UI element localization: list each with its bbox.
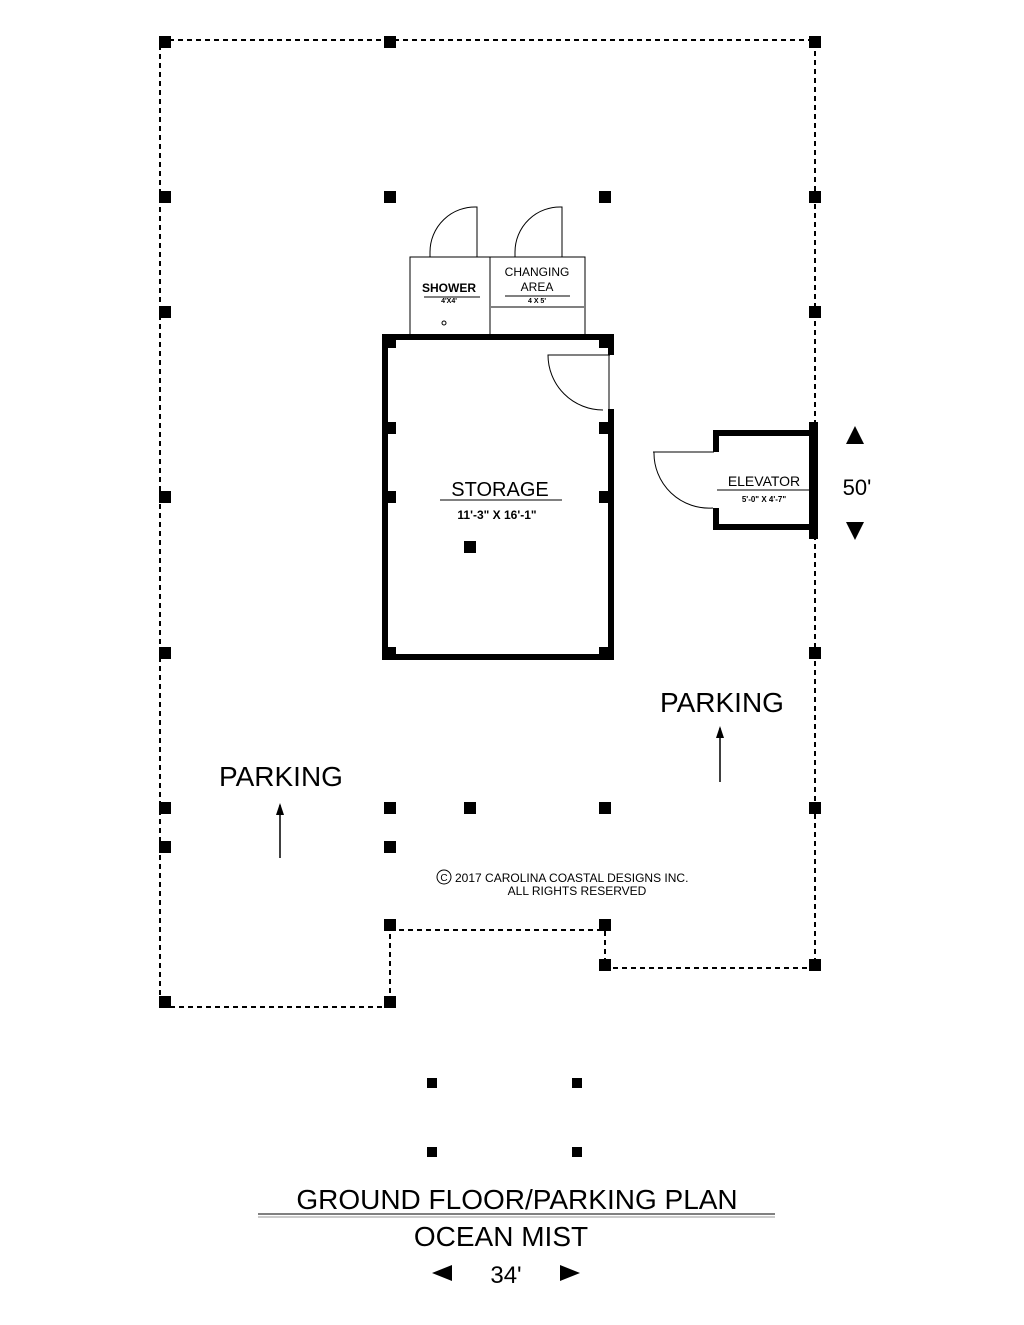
- arrow-down-icon: [846, 522, 864, 540]
- arrow-left-icon: [432, 1265, 452, 1281]
- changing-label-2: AREA: [521, 280, 554, 294]
- post: [159, 802, 171, 814]
- post: [427, 1147, 437, 1157]
- post: [427, 1078, 437, 1088]
- post: [464, 541, 476, 553]
- post: [159, 841, 171, 853]
- shower-size: 4'X4': [441, 298, 457, 305]
- copyright-line2: ALL RIGHTS RESERVED: [508, 884, 647, 898]
- plan-title: GROUND FLOOR/PARKING PLAN: [296, 1184, 737, 1215]
- arrow-right-icon: [560, 1265, 580, 1281]
- shower-room: [409, 206, 586, 336]
- elevator-size: 5'-0" X 4'-7": [742, 495, 787, 504]
- post: [809, 191, 821, 203]
- storage-room: [382, 334, 614, 660]
- post: [384, 919, 396, 931]
- copyright-icon: [436, 869, 452, 885]
- post: [599, 802, 611, 814]
- post: [159, 647, 171, 659]
- post: [809, 959, 821, 971]
- post: [384, 996, 396, 1008]
- post: [384, 191, 396, 203]
- arrow-up-icon: [716, 726, 724, 738]
- changing-label-1: CHANGING: [505, 265, 570, 279]
- elevator-door: [653, 451, 714, 509]
- storage-label: STORAGE: [451, 479, 548, 501]
- arrow-up-icon: [276, 803, 284, 815]
- post: [384, 841, 396, 853]
- copyright-line1: 2017 CAROLINA COASTAL DESIGNS INC.: [455, 871, 688, 885]
- post: [159, 306, 171, 318]
- post: [809, 647, 821, 659]
- post: [464, 802, 476, 814]
- post: [159, 491, 171, 503]
- deck-perimeter: [160, 39, 816, 425]
- shower-label: SHOWER: [422, 281, 476, 295]
- post: [159, 191, 171, 203]
- post: [572, 1078, 582, 1088]
- post: [384, 802, 396, 814]
- post: [159, 36, 171, 48]
- post: [599, 191, 611, 203]
- post: [572, 1147, 582, 1157]
- posts: [159, 36, 821, 1157]
- post: [599, 959, 611, 971]
- plan-subtitle: OCEAN MIST: [414, 1221, 588, 1252]
- post: [159, 996, 171, 1008]
- deck-perimeter: [159, 40, 816, 1008]
- parking-label-right: PARKING: [660, 687, 784, 718]
- post: [599, 919, 611, 931]
- storage-door: [547, 354, 610, 411]
- copyright-symbol: C: [440, 873, 447, 884]
- post: [809, 36, 821, 48]
- post: [809, 306, 821, 318]
- arrow-up-icon: [846, 426, 864, 444]
- parking-label-left: PARKING: [219, 761, 343, 792]
- width-dimension: 34': [490, 1262, 521, 1289]
- storage-size: 11'-3" X 16'-1": [457, 508, 536, 522]
- depth-dimension: 50': [843, 475, 872, 500]
- elevator-label: ELEVATOR: [728, 473, 800, 489]
- post: [384, 36, 396, 48]
- changing-size: 4 X 5': [528, 298, 546, 305]
- post: [809, 802, 821, 814]
